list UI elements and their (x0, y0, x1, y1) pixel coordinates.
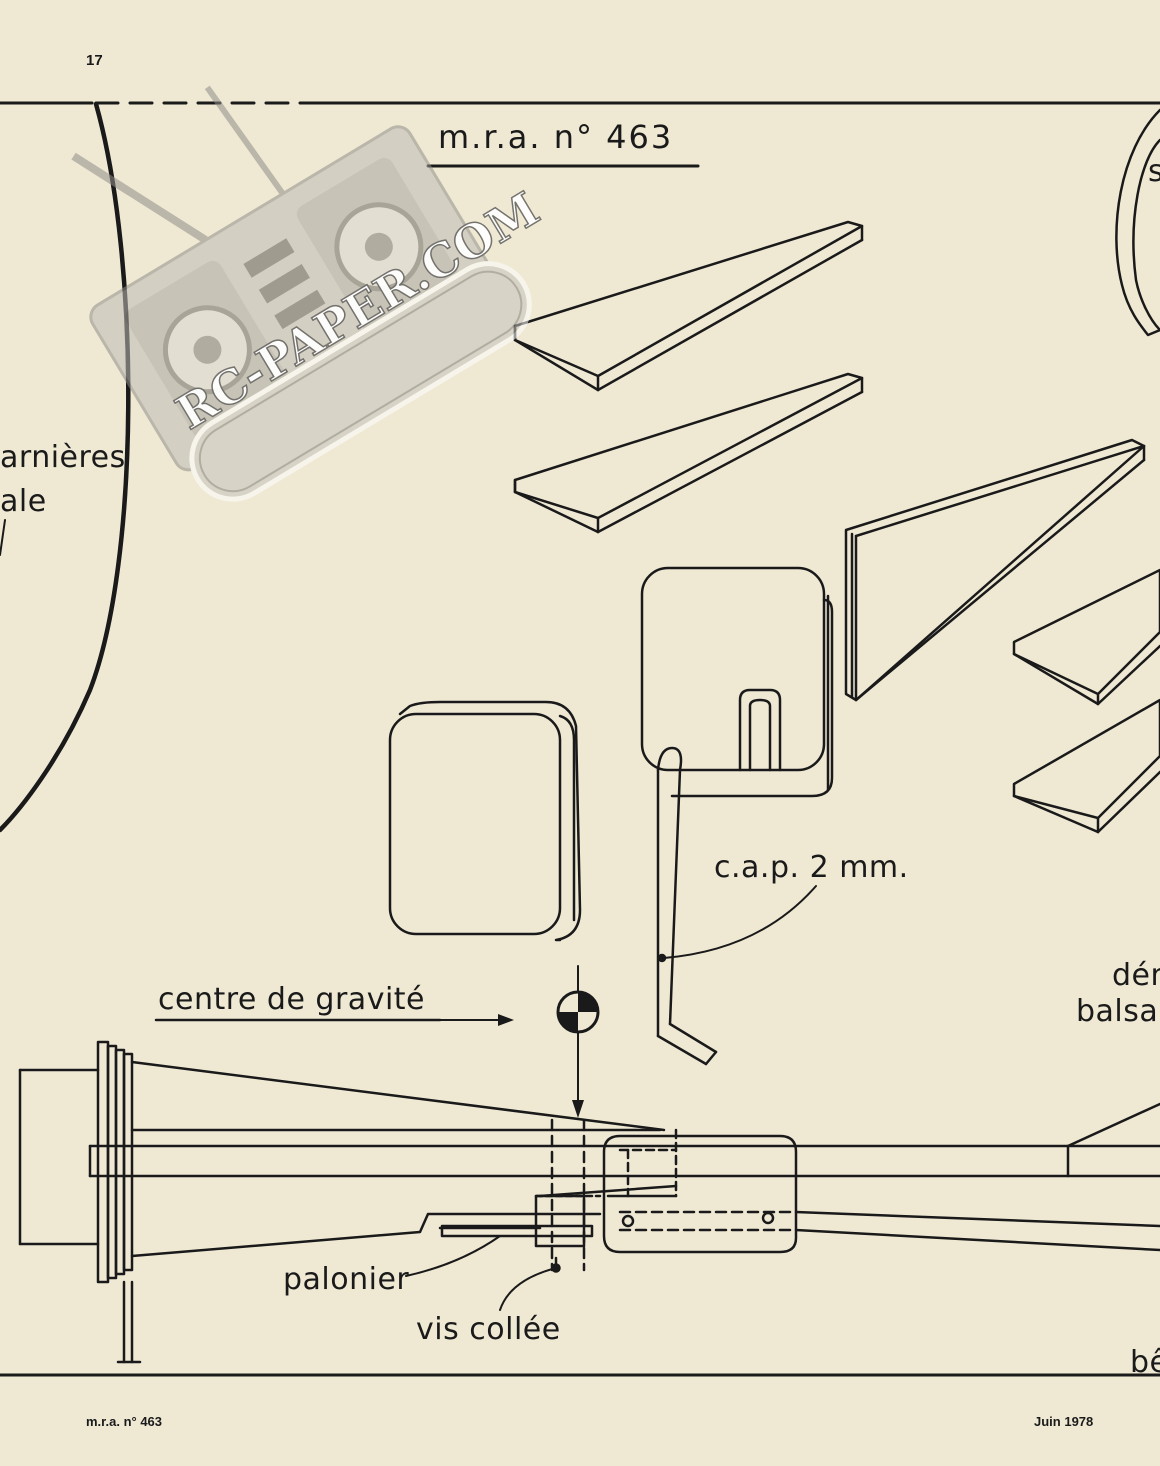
rounded-plate (388, 700, 582, 942)
fin-plate (844, 438, 1146, 702)
label-charnieres-partial: arnières (0, 440, 126, 475)
cg-symbol-icon (556, 965, 600, 1118)
cap-leader-dot (657, 953, 667, 963)
cg-arrow-head (498, 1014, 514, 1026)
palonier-leader (405, 1235, 501, 1277)
footer-magazine: m.r.a. n° 463 (86, 1414, 163, 1429)
label-cap-2mm: c.a.p. 2 mm. (714, 850, 909, 885)
label-centre-de-gravite: centre de gravité (158, 982, 426, 1017)
page-number: 17 (86, 52, 103, 69)
right-strip-2 (1012, 698, 1160, 834)
label-s-partial: s (1148, 154, 1160, 189)
label-balsa-partial: balsa (1076, 994, 1159, 1029)
label-vis-collee: vis collée (416, 1312, 561, 1347)
left-wing-outline (0, 101, 131, 833)
charnieres-leader (0, 519, 6, 556)
label-palonier: palonier (283, 1262, 410, 1297)
tailplane-wedge-2 (513, 372, 864, 534)
fuselage-side-view (18, 1040, 1160, 1364)
right-upper-part (1115, 108, 1160, 337)
slotted-rounded-plate (640, 566, 834, 798)
cap-wire-rod (656, 746, 718, 1066)
cap-leader (663, 885, 817, 959)
right-strip-1 (1012, 568, 1160, 706)
label-ale-partial: ale (0, 484, 47, 519)
page-heading: m.r.a. n° 463 (438, 118, 674, 156)
vis-leader (499, 1267, 557, 1311)
label-dem-partial: dém (1112, 958, 1160, 993)
vis-leader-dot (551, 1263, 561, 1273)
footer-date: Juin 1978 (1034, 1414, 1094, 1429)
label-be-partial: bê (1130, 1345, 1160, 1380)
